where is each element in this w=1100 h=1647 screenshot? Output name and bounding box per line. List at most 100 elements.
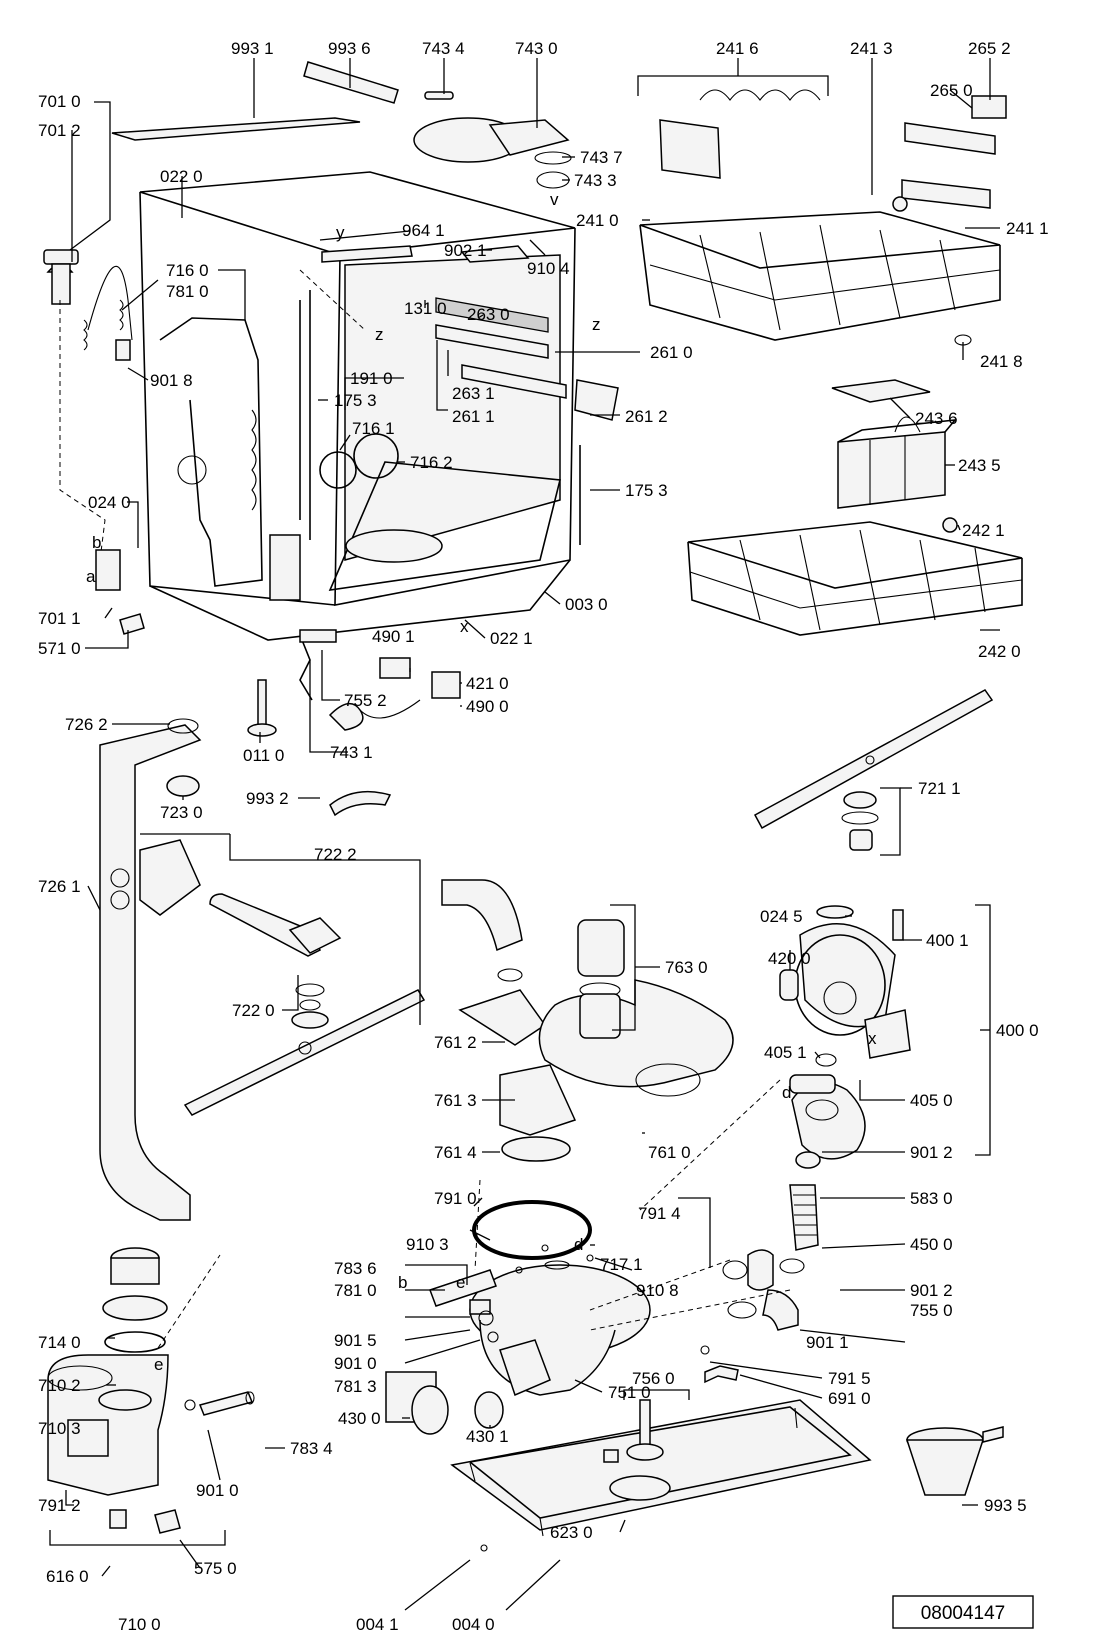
part-label: 783 6 <box>334 1259 377 1278</box>
part-label: 175 3 <box>334 391 377 410</box>
part-label: 791 0 <box>434 1189 477 1208</box>
upper-spray-arm-722 <box>183 834 426 1116</box>
upper-basket <box>637 75 1007 346</box>
marker-b: b <box>92 533 101 552</box>
marker-b: b <box>398 1273 407 1292</box>
part-label: 242 0 <box>978 642 1021 661</box>
part-label: 901 5 <box>334 1331 377 1350</box>
part-label: 763 0 <box>665 958 708 977</box>
part-label: 717 1 <box>600 1255 643 1274</box>
part-label: 743 1 <box>330 743 373 762</box>
part-label: 714 0 <box>38 1333 81 1352</box>
part-label: 691 0 <box>828 1389 871 1408</box>
part-label: 783 4 <box>290 1439 333 1458</box>
part-label: 241 3 <box>850 39 893 58</box>
part-label: 243 5 <box>958 456 1001 475</box>
part-label: 761 3 <box>434 1091 477 1110</box>
part-label: 243 6 <box>915 409 958 428</box>
part-label: 022 1 <box>490 629 533 648</box>
part-label: 743 0 <box>515 39 558 58</box>
marker-e: e <box>154 1355 163 1374</box>
water-softener-710 <box>47 1247 255 1546</box>
part-label: 241 0 <box>576 211 619 230</box>
part-label: 755 2 <box>344 691 387 710</box>
part-labels: 993 1 993 6 743 4 743 0 241 6 241 3 265 … <box>38 39 1049 1634</box>
funnel-993-5 <box>905 1426 1004 1496</box>
part-label: 004 1 <box>356 1615 399 1634</box>
sump-751 <box>385 1179 651 1435</box>
circulation-pump <box>639 904 991 1211</box>
marker-y: y <box>336 223 345 242</box>
part-label: 024 5 <box>760 907 803 926</box>
supply-pipe-726 <box>99 718 230 1221</box>
part-label: 722 2 <box>314 845 357 864</box>
part-label: 490 1 <box>372 627 415 646</box>
part-label: 781 0 <box>334 1281 377 1300</box>
part-label: 420 0 <box>768 949 811 968</box>
part-label: 755 0 <box>910 1301 953 1320</box>
part-label: 761 2 <box>434 1033 477 1052</box>
part-label: 024 0 <box>88 493 131 512</box>
filter-assembly <box>441 879 734 1260</box>
part-label: 191 0 <box>350 369 393 388</box>
part-label: 405 1 <box>764 1043 807 1062</box>
part-label: 490 0 <box>466 697 509 716</box>
part-label: 781 0 <box>166 282 209 301</box>
top-trim-strips <box>111 61 399 141</box>
part-label: 901 0 <box>334 1354 377 1373</box>
part-label: 710 2 <box>38 1376 81 1395</box>
part-label: 571 0 <box>38 639 81 658</box>
part-label: 004 0 <box>452 1615 495 1634</box>
part-label: 583 0 <box>910 1189 953 1208</box>
part-label: 791 5 <box>828 1369 871 1388</box>
marker-a: a <box>86 567 96 586</box>
part-label: 910 4 <box>527 259 570 278</box>
part-label: 421 0 <box>466 674 509 693</box>
part-label: 450 0 <box>910 1235 953 1254</box>
marker-e: e <box>456 1273 465 1292</box>
part-label: 901 2 <box>910 1143 953 1162</box>
part-label: 575 0 <box>194 1559 237 1578</box>
part-label: 743 3 <box>574 171 617 190</box>
part-label: 721 1 <box>918 779 961 798</box>
part-label: 701 0 <box>38 92 81 111</box>
marker-d: d <box>574 1235 583 1254</box>
part-label: 910 3 <box>406 1235 449 1254</box>
part-label: 743 4 <box>422 39 465 58</box>
part-label: 261 0 <box>650 343 693 362</box>
part-label: 756 0 <box>632 1369 675 1388</box>
part-label: 726 2 <box>65 715 108 734</box>
part-label: 993 6 <box>328 39 371 58</box>
diagram-reference-number: 08004147 <box>921 1603 1006 1624</box>
part-label: 722 0 <box>232 1001 275 1020</box>
marker-z: z <box>375 325 384 344</box>
part-label: 993 5 <box>984 1496 1027 1515</box>
part-label: 901 2 <box>910 1281 953 1300</box>
part-label: 623 0 <box>550 1523 593 1542</box>
part-label: 743 7 <box>580 148 623 167</box>
part-label: 265 2 <box>968 39 1011 58</box>
part-label: 616 0 <box>46 1567 89 1586</box>
part-label: 761 0 <box>648 1143 691 1162</box>
part-label: 993 1 <box>231 39 274 58</box>
part-label: 241 8 <box>980 352 1023 371</box>
part-label: 263 1 <box>452 384 495 403</box>
marker-z: z <box>592 315 601 334</box>
cutlery-basket <box>831 379 957 509</box>
part-label: 993 2 <box>246 789 289 808</box>
part-label: 910 8 <box>636 1281 679 1300</box>
part-label: 791 4 <box>638 1204 681 1223</box>
part-label: 003 0 <box>565 595 608 614</box>
part-label: 901 1 <box>806 1333 849 1352</box>
part-label: 430 0 <box>338 1409 381 1428</box>
part-label: 901 0 <box>196 1481 239 1500</box>
part-label: 716 0 <box>166 261 209 280</box>
part-label: 011 0 <box>243 746 284 765</box>
door-side-parts <box>43 249 461 817</box>
part-label: 242 1 <box>962 521 1005 540</box>
part-label: 964 1 <box>402 221 445 240</box>
part-label: 400 0 <box>996 1021 1039 1040</box>
part-label: 710 0 <box>118 1615 161 1634</box>
part-label: 400 1 <box>926 931 969 950</box>
